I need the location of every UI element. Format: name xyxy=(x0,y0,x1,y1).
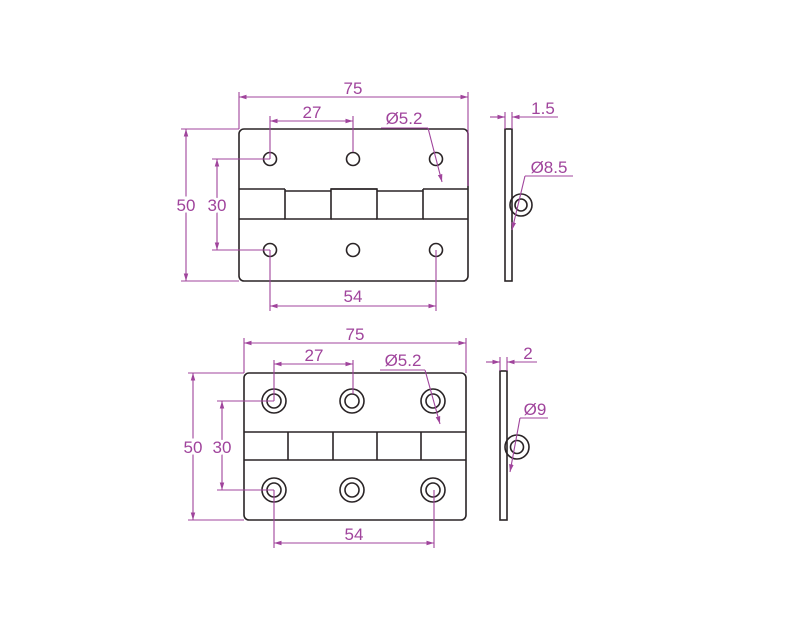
hinge-1-pitch-label: 27 xyxy=(303,103,322,122)
hinge-1-height-label: 50 xyxy=(177,196,196,215)
hinge-2-knuckle-diameter-label: Ø9 xyxy=(524,400,547,419)
hinge-2-pitch-label: 27 xyxy=(305,346,324,365)
hinge-2-thickness-label: 2 xyxy=(523,344,532,363)
hinge-1-thickness-label: 1.5 xyxy=(531,99,555,118)
hinge-2-row-spacing-label: 30 xyxy=(213,438,232,457)
hinge-1-side-plate xyxy=(504,128,513,282)
hinge-1-knuckles xyxy=(239,188,468,220)
hinge-1-knuckle-pin xyxy=(514,198,528,212)
hinge-1-hole-diameter-label: Ø5.2 xyxy=(386,109,423,128)
hinge-2-outer-spacing-label: 54 xyxy=(345,525,364,544)
hinge-2-height-label: 50 xyxy=(184,438,203,457)
hinge-1-row-spacing-label: 30 xyxy=(208,196,227,215)
hinge-2-plate xyxy=(243,372,467,521)
hinge-2-knuckles xyxy=(244,431,466,461)
hinge-2-knuckle-pin xyxy=(509,439,525,455)
hinge-1-dimensions: 75 27 Ø5.2 50 30 54 1.5 Ø8.5 xyxy=(174,79,573,311)
hinge-2-front-view xyxy=(243,372,467,521)
hinge-1-width-label: 75 xyxy=(344,79,363,98)
hinge-2-countersunk-holes xyxy=(261,388,446,503)
hinge-1-holes xyxy=(262,151,444,258)
hinge-2-side-plate xyxy=(499,370,508,521)
hinge-1-outer-spacing-label: 54 xyxy=(344,287,363,306)
hinge-2-knuckle-outer xyxy=(504,434,530,460)
hinge-2-width-label: 75 xyxy=(346,325,365,344)
hinge-1-knuckle-outer xyxy=(509,193,533,217)
hinge-1-knuckle-diameter-label: Ø8.5 xyxy=(531,158,568,177)
hinge-2-dimensions: 75 27 Ø5.2 50 30 54 2 Ø9 xyxy=(181,325,548,548)
hinge-2-hole-diameter-label: Ø5.2 xyxy=(385,351,422,370)
